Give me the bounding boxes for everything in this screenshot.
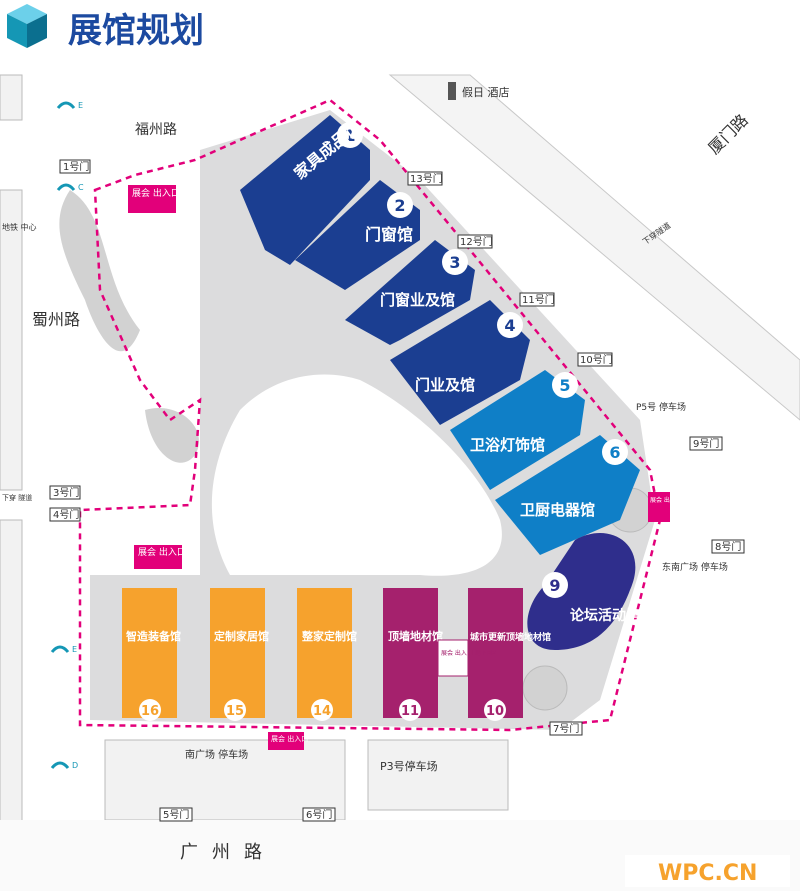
hall-9-number: 9: [549, 576, 560, 595]
svg-text:3号门: 3号门: [53, 486, 79, 499]
hall-2-number: 2: [394, 196, 405, 215]
gate-5[interactable]: 5号门: [159, 807, 193, 822]
hall-9[interactable]: 9 论坛活动馆: [527, 533, 640, 650]
expo-entrance-south-label: 展会 出入口: [271, 734, 308, 743]
svg-text:4号门: 4号门: [53, 508, 79, 521]
metro-exit-e-west: E: [50, 645, 77, 654]
p3-lot-label: P3号停车场: [380, 759, 438, 773]
venue-boundary: [78, 98, 662, 732]
svg-text:E: E: [72, 645, 77, 654]
hall-3-number: 3: [449, 253, 460, 272]
hall-11-number: 11: [401, 704, 419, 719]
road-fuzhou: 福州路: [135, 122, 177, 138]
hall-14[interactable]: 14 整家定制馆: [297, 588, 357, 721]
svg-text:12号门: 12号门: [460, 235, 493, 248]
expo-entrance-east[interactable]: 展会 出入口: [648, 492, 682, 522]
hall-15-number: 15: [226, 704, 244, 719]
gates: 1号门 3号门 4号门 5号门 6号门 7号门 8号门 9号门 10号门 11号…: [49, 159, 745, 822]
expo-entrance-west[interactable]: 展会 出入口: [134, 545, 186, 569]
hall-11[interactable]: 11 顶墙地材馆: [383, 588, 443, 721]
gate-9[interactable]: 9号门: [689, 436, 723, 451]
svg-text:11号门: 11号门: [522, 293, 555, 306]
southeast-lot-label: 东南广场 停车场: [662, 561, 728, 573]
hall-5-name: 卫浴灯饰馆: [470, 436, 545, 454]
hall-14-name: 整家定制馆: [301, 629, 357, 643]
hall-4[interactable]: 4 门业及馆: [390, 300, 530, 425]
expo-entrance-south[interactable]: 展会 出入口: [268, 732, 308, 750]
cube-logo-icon: [7, 4, 47, 48]
svg-text:7号门: 7号门: [553, 722, 579, 735]
gate-6[interactable]: 6号门: [302, 807, 336, 822]
svg-text:5号门: 5号门: [163, 808, 189, 821]
hall-6[interactable]: 6 卫厨电器馆: [495, 435, 640, 555]
watermark: WPC.CN: [625, 855, 790, 887]
underpass-west-label: 下穿 隧道: [2, 493, 32, 502]
hotel-icon: [448, 82, 456, 100]
header: 展馆规划: [7, 4, 204, 51]
hall-16-number: 16: [141, 704, 159, 719]
hall-10-number: 10: [486, 704, 504, 719]
gate-7[interactable]: 7号门: [549, 721, 583, 736]
road-guangzhou: 广州路: [180, 842, 276, 863]
svg-text:E: E: [78, 101, 83, 110]
hall-15[interactable]: 15 定制家居馆: [210, 588, 269, 721]
gate-3[interactable]: 3号门: [49, 485, 81, 500]
gate-1[interactable]: 1号门: [59, 159, 91, 174]
holiday-inn-label: 假日 酒店: [462, 85, 510, 99]
hall-6-number: 6: [609, 443, 620, 462]
gate-10[interactable]: 10号门: [577, 352, 613, 367]
page-title: 展馆规划: [68, 11, 204, 51]
venue-plaza: [59, 110, 655, 730]
expo-entrance-west-label: 展会 出入口: [138, 546, 186, 558]
watermark-text: WPC.CN: [658, 861, 757, 886]
metro-exit-e-north: E: [56, 101, 83, 110]
gate-11[interactable]: 11号门: [519, 292, 555, 307]
hall-4-number: 4: [504, 316, 515, 335]
hall-4-name: 门业及馆: [415, 376, 475, 394]
hall-15-name: 定制家居馆: [214, 629, 269, 643]
gate-13[interactable]: 13号门: [407, 171, 443, 186]
svg-text:8号门: 8号门: [715, 540, 741, 553]
svg-text:9号门: 9号门: [693, 437, 719, 450]
svg-text:10号门: 10号门: [580, 353, 613, 366]
hall-1-number: 1: [344, 126, 355, 145]
hall-16[interactable]: 16 智造装备馆: [122, 588, 181, 721]
hall-6-name: 卫厨电器馆: [520, 501, 595, 519]
expo-entrance-north-label: 展会 出入口: [132, 187, 180, 199]
gate-8[interactable]: 8号门: [711, 539, 745, 554]
hall-2-name: 门窗馆: [365, 225, 413, 244]
expo-entrance-north[interactable]: 展会 出入口: [128, 185, 180, 213]
svg-text:C: C: [78, 183, 84, 192]
metro-exit-c: C: [56, 183, 84, 192]
hall-10[interactable]: 10 城市更新顶墙地材馆: [468, 588, 551, 721]
hall-10-name: 城市更新顶墙地材馆: [470, 631, 551, 643]
expo-entrance-east-label: 展会 出入口: [650, 496, 682, 504]
gate-4[interactable]: 4号门: [49, 507, 81, 522]
gate-12[interactable]: 12号门: [457, 234, 493, 249]
svg-text:D: D: [72, 761, 78, 770]
p5-lot-label: P5号 停车场: [636, 401, 686, 413]
svg-text:13号门: 13号门: [410, 172, 443, 185]
hall-3-name: 门窗业及馆: [380, 291, 455, 309]
hall-9-name: 论坛活动馆: [570, 607, 640, 624]
metro-center-label: 地铁 中心: [2, 222, 37, 232]
hall-2[interactable]: 2 门窗馆: [295, 180, 420, 290]
hall-14-number: 14: [313, 704, 331, 719]
hall-11-name: 顶墙地材馆: [388, 629, 443, 643]
south-lot-label: 南广场 停车场: [185, 748, 248, 761]
hall-5-number: 5: [559, 376, 570, 395]
hall-5[interactable]: 5 卫浴灯饰馆: [450, 370, 585, 490]
svg-text:6号门: 6号门: [306, 808, 332, 821]
hall-1[interactable]: 1 家具成品馆: [240, 115, 370, 265]
hall-16-name: 智造装备馆: [126, 629, 181, 643]
svg-text:1号门: 1号门: [63, 160, 89, 173]
underground-exit[interactable]: 展会 出入口 地下B区: [437, 639, 497, 677]
underground-exit-label: 展会 出入口 地下B区: [441, 649, 497, 657]
hall-3[interactable]: 3 门窗业及馆: [345, 240, 475, 345]
road-shuzhou: 蜀州路: [32, 310, 80, 329]
metro-exit-d: D: [50, 761, 78, 770]
